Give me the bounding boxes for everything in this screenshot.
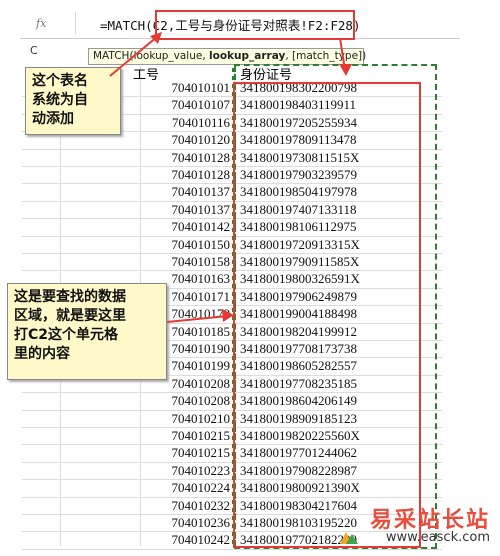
cell-gonghao[interactable]: 704010163 <box>171 271 231 287</box>
cell-gonghao[interactable]: 704010171 <box>171 288 231 304</box>
cell-idcard[interactable]: 341800197908228987 <box>240 462 357 478</box>
fx-icon[interactable]: fx <box>36 17 47 30</box>
cell-idcard[interactable]: 341800198605282557 <box>240 358 357 374</box>
cell-gonghao[interactable]: 704010158 <box>171 254 231 269</box>
cell-gonghao[interactable]: 704010137 <box>171 201 231 217</box>
column-header-c[interactable]: C <box>30 44 38 57</box>
header-idcard[interactable]: 身份证号 <box>240 68 293 83</box>
cell-gonghao[interactable]: 704010223 <box>171 462 231 478</box>
callout-line: 这个表名 <box>32 73 88 89</box>
cell-idcard[interactable]: 341800197809113478 <box>240 132 357 148</box>
tooltip-arg1[interactable]: lookup_value <box>133 50 203 62</box>
callout-line: 里的内容 <box>14 346 70 362</box>
cell-gonghao[interactable]: 704010107 <box>171 97 231 113</box>
cell-idcard[interactable]: 341800198909185123 <box>240 410 357 426</box>
formula-highlight: 工号与身份证号对照表!F2:F28) <box>175 18 361 33</box>
cell-idcard[interactable]: 34180019820225560X <box>240 428 360 443</box>
cell-idcard[interactable]: 34180019730811515X <box>240 149 360 165</box>
annotation-red-rect <box>233 82 421 548</box>
cell-gonghao[interactable]: 704010215 <box>171 445 231 461</box>
tooltip-func: MATCH( <box>93 50 134 62</box>
callout-line: 动添加 <box>32 111 74 127</box>
cell-gonghao[interactable]: 704010116 <box>171 114 230 130</box>
watermark-url: www.easck.com <box>385 530 490 545</box>
cell-idcard[interactable]: 341800197708235185 <box>240 375 357 391</box>
column-header-row: C <box>22 44 462 60</box>
tooltip-arg3[interactable]: , [match_type]) <box>285 50 367 62</box>
cell-gonghao[interactable]: 704010199 <box>171 358 231 374</box>
cell-idcard[interactable]: 341800197701244062 <box>240 445 357 461</box>
cell-idcard[interactable]: 341800199004188498 <box>240 306 357 322</box>
cell-gonghao[interactable]: 704010210 <box>171 410 231 426</box>
cell-idcard[interactable]: 341800197702182299 <box>240 532 357 548</box>
callout-line: 这是要查找的数据 <box>14 289 126 305</box>
cell-idcard[interactable]: 341800198604206149 <box>240 393 357 409</box>
cell-gonghao[interactable]: 704010236 <box>171 515 231 530</box>
callout-table-name: 这个表名系统为自动添加 <box>25 67 121 135</box>
cell-idcard[interactable]: 341800197906249879 <box>240 288 357 304</box>
cell-gonghao[interactable]: 704010232 <box>171 497 231 513</box>
callout-line: 区域，就是要这里 <box>14 308 126 324</box>
cell-idcard[interactable]: 34180019800921390X <box>240 480 360 496</box>
cell-idcard[interactable]: 341800197407133118 <box>240 201 357 217</box>
cell-idcard[interactable]: 34180019800326591X <box>240 271 360 287</box>
callout-line: 打C2这个单元格 <box>14 327 119 343</box>
cell-gonghao[interactable]: 704010208 <box>171 393 231 409</box>
cell-idcard[interactable]: 341800197903239579 <box>240 167 357 182</box>
formula-highlight-box <box>155 10 355 40</box>
cell-idcard[interactable]: 341800197708173738 <box>240 341 357 356</box>
formula-separator <box>75 12 76 34</box>
cell-idcard[interactable]: 341800198403119911 <box>240 97 357 113</box>
cell-gonghao[interactable]: 704010137 <box>171 184 231 200</box>
cell-idcard[interactable]: 341800198304217604 <box>240 497 357 513</box>
cell-gonghao[interactable]: 704010185 <box>171 323 231 339</box>
cell-idcard[interactable]: 341800198106112975 <box>240 219 357 235</box>
cell-gonghao[interactable]: 704010120 <box>171 132 231 148</box>
cell-gonghao[interactable]: 704010142 <box>171 219 231 235</box>
cell-idcard[interactable]: 341800198204199912 <box>240 323 357 339</box>
callout-line: 系统为自 <box>32 92 88 108</box>
cell-gonghao[interactable]: 704010150 <box>171 236 231 252</box>
cell-gonghao[interactable]: 704010224 <box>171 480 231 496</box>
watermark-logo-icon <box>340 532 358 544</box>
cell-idcard[interactable]: 341800198103195220 <box>240 515 357 530</box>
cell-idcard[interactable]: 34180019790911585X <box>240 254 360 269</box>
tooltip-sep: , <box>202 50 210 62</box>
cell-idcard[interactable]: 341800197205255934 <box>240 114 357 130</box>
cell-idcard[interactable]: 341800198504197978 <box>240 184 357 200</box>
cell-idcard[interactable]: 34180019720913315X <box>240 236 360 252</box>
tooltip-arg2[interactable]: lookup_array <box>209 50 286 62</box>
watermark-text: 易采站长站 <box>369 507 490 533</box>
cell-gonghao[interactable]: 704010215 <box>171 428 231 443</box>
watermark: 易采站长站 www.easck.com <box>340 502 490 546</box>
cell-gonghao[interactable]: 704010128 <box>171 149 231 165</box>
cell-gonghao[interactable]: 704010242 <box>171 532 231 548</box>
cell-gonghao[interactable]: 704010190 <box>171 341 231 356</box>
function-tooltip: MATCH(lookup_value, lookup_array, [match… <box>88 48 367 65</box>
cell-gonghao[interactable]: 704010128 <box>171 167 231 182</box>
grid-hline <box>22 548 442 550</box>
cell-gonghao[interactable]: 704010101 <box>171 80 231 95</box>
callout-lookup-area: 这是要查找的数据区域，就是要这里打C2这个单元格里的内容 <box>7 283 167 380</box>
cell-gonghao[interactable]: 704010208 <box>171 375 231 391</box>
